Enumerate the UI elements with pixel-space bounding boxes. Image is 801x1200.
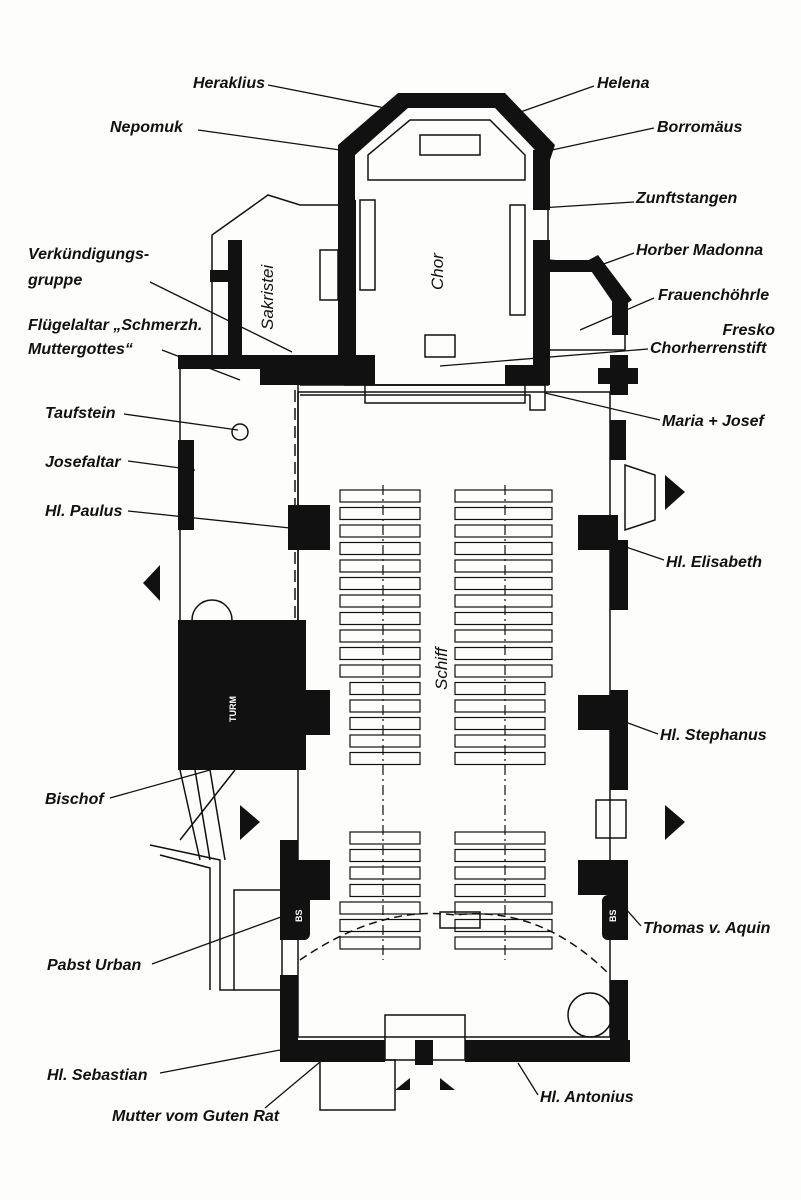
pew [339,559,421,573]
label-antonius: Hl. Antonius [540,1089,634,1106]
pew [454,541,553,556]
pew [454,866,546,880]
label-borromaeus: Borromäus [657,119,743,136]
label-taufstein: Taufstein [45,405,116,422]
pew [454,918,553,933]
pew [454,936,553,950]
pew [339,524,421,538]
pew [339,541,421,556]
pew [454,901,553,915]
pew [349,866,421,880]
bs-left: BS [294,909,304,922]
pew [454,506,553,521]
pew [339,901,421,915]
room-sacristy: Sakristei [258,264,277,330]
pew [339,936,421,950]
pew [349,883,421,898]
pew [339,594,421,608]
pew [349,848,421,863]
label-urban: Pabst Urban [47,957,142,974]
pew [454,524,553,538]
room-nave: Schiff [432,647,451,690]
label-fluegelaltar-2: Muttergottes“ [28,341,133,358]
entrance-arrow-west [143,565,160,601]
pew [349,681,421,696]
pew [339,664,421,678]
pew [454,848,546,863]
label-thomas: Thomas v. Aquin [643,920,771,937]
label-bischof: Bischof [45,791,104,808]
label-nepomuk: Nepomuk [110,119,183,136]
pew [454,664,553,678]
label-verkuendigung-1: Verkündigungs- [28,246,150,263]
label-fluegelaltar-1: Flügelaltar „Schmerzh. [28,317,203,334]
pew [454,559,553,573]
label-helena: Helena [597,75,650,92]
entrance-arrow-east-lower [665,805,685,840]
entrance-arrow-west-lower [240,805,260,840]
leader-lines [109,84,665,1109]
pew [349,751,421,766]
label-horber-madonna: Horber Madonna [636,242,764,259]
pew [454,734,546,748]
room-choir: Chor [428,253,447,290]
pew [454,611,553,626]
pew [339,629,421,643]
pew [454,751,546,766]
pew [339,576,421,591]
pew [454,883,546,898]
pew [349,699,421,713]
label-maria-josef: Maria + Josef [662,413,764,430]
pew [454,699,546,713]
label-fresko-1: Fresko [722,322,775,339]
label-paulus: Hl. Paulus [45,503,123,520]
pew [349,831,421,845]
pew [349,716,421,731]
pew [454,629,553,643]
pew [454,594,553,608]
pew [454,831,546,845]
label-stephanus: Hl. Stephanus [660,727,767,744]
room-tower: TURM [228,696,238,722]
pew [339,489,421,503]
pew [454,646,553,661]
label-heraklius: Heraklius [192,75,265,92]
pew [454,681,546,696]
pew [339,918,421,933]
pew [339,611,421,626]
pews [339,489,553,950]
label-mutter: Mutter vom Guten Rat [112,1108,280,1125]
pew [339,646,421,661]
pew [339,506,421,521]
pew [454,716,546,731]
label-verkuendigung-2: gruppe [28,272,83,289]
label-zunftstangen: Zunftstangen [636,190,738,207]
bs-right: BS [608,909,618,922]
label-fresko-2: Chorherrenstift [650,340,767,357]
label-sebastian: Hl. Sebastian [47,1067,148,1084]
entrance-arrow-east [665,475,685,510]
nave-outline [297,391,611,1038]
label-elisabeth: Hl. Elisabeth [666,554,763,571]
label-josefaltar: Josefaltar [45,454,121,471]
pew [349,734,421,748]
walls [143,93,685,1090]
label-frauenchoehrle: Frauenchöhrle [658,287,770,304]
pew [454,576,553,591]
pew [454,489,553,503]
